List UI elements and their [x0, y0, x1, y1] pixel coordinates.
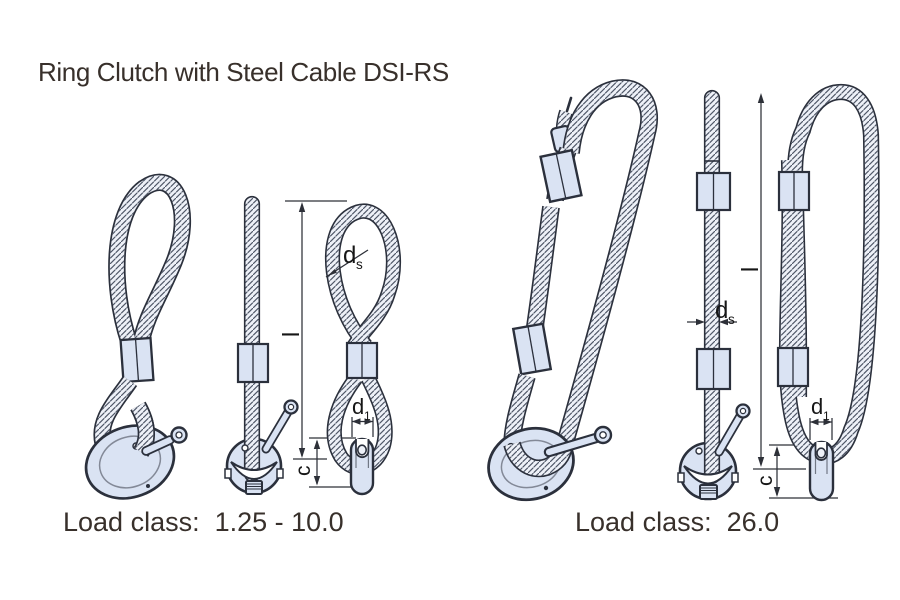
arrow-up [773, 446, 781, 456]
page-title: Ring Clutch with Steel Cable DSI-RS [38, 57, 449, 87]
cable-mid-strand [534, 207, 551, 333]
cable-top-loop [117, 182, 183, 342]
clutch-hole [695, 447, 703, 455]
ferrule [236, 342, 270, 384]
arrow-left [352, 418, 361, 425]
arrow-right [823, 418, 832, 426]
arrow-left [719, 318, 728, 326]
clutch-screw [146, 484, 150, 488]
clutch-hole [241, 444, 249, 452]
arrow-down [773, 487, 781, 497]
ring-clutch-body [84, 424, 176, 500]
clutch-notch-right [731, 472, 739, 483]
lower-ferrule [511, 322, 553, 376]
ds-dimension: d s [687, 297, 737, 327]
arrow-down [298, 448, 306, 458]
cable-wire-tip [565, 96, 573, 113]
load-class-value: 1.25 - 10.0 [214, 507, 344, 537]
cable-ring [787, 92, 872, 457]
dim-label-l: l [737, 267, 763, 272]
arrow-down [757, 457, 765, 467]
lower-ferrule [695, 347, 732, 391]
left-front-view [224, 204, 299, 495]
cable-front-strand [138, 406, 146, 452]
dim-label-d: d [715, 297, 728, 324]
cable-cross-section [356, 444, 367, 456]
clutch-notch-left [224, 468, 232, 479]
ferrule [345, 341, 379, 380]
arrow-right [364, 418, 373, 425]
load-class-value: 26.0 [726, 507, 780, 537]
arrow-up [313, 439, 321, 449]
clutch-jaw [683, 465, 733, 485]
upper-ferrule [695, 171, 732, 212]
d1-dimension: d 1 [809, 394, 833, 440]
arrow-up [757, 93, 765, 103]
dim-label-d: d [811, 394, 823, 419]
right-front-view: d s [677, 98, 751, 501]
load-class-label: Load class: [575, 507, 712, 537]
arrow-up [298, 202, 306, 212]
left-loop-side-view: d s d 1 [325, 211, 394, 496]
upper-ferrule [539, 148, 583, 204]
load-class-right: Load class: 26.0 [575, 507, 779, 538]
right-loop-side-view: d 1 [776, 92, 872, 502]
cable-main-loop [555, 88, 649, 447]
right-length-dimension: l [737, 93, 806, 470]
cable-cross-section [816, 447, 827, 459]
clutch-jaw [230, 461, 278, 480]
dim-label-d: d [352, 394, 364, 419]
ferrule [119, 336, 155, 384]
arrow-down [313, 476, 321, 486]
arrow-right [696, 318, 705, 326]
d1-dimension: d 1 [351, 394, 374, 437]
right-perspective-view [487, 88, 649, 502]
clutch-latch [245, 480, 263, 495]
dim-label-d-sub-1: 1 [364, 409, 371, 423]
clutch-notch-right [276, 468, 284, 479]
load-class-label: Load class: [63, 507, 200, 537]
left-perspective-view [84, 182, 187, 500]
dim-label-c: c [292, 466, 315, 477]
ds-dimension: d s [325, 242, 369, 278]
upper-ferrule [777, 170, 811, 212]
arrow-left [810, 418, 819, 426]
dim-label-c: c [754, 476, 777, 487]
left-length-dimension: l [278, 200, 347, 460]
cable-top-eye [333, 211, 394, 346]
dim-label-d-sub-1: 1 [823, 409, 830, 423]
load-class-left: Load class: 1.25 - 10.0 [63, 507, 344, 538]
arrow [327, 269, 337, 277]
clutch-screw [543, 485, 549, 491]
dim-label-l: l [278, 332, 304, 337]
dim-label-d: d [343, 242, 356, 269]
clutch-latch [699, 484, 718, 500]
dim-label-d-sub-s: s [356, 257, 363, 272]
clutch-notch-left [677, 472, 685, 483]
lower-ferrule [776, 346, 810, 388]
dim-label-d-sub-s: s [728, 312, 735, 327]
